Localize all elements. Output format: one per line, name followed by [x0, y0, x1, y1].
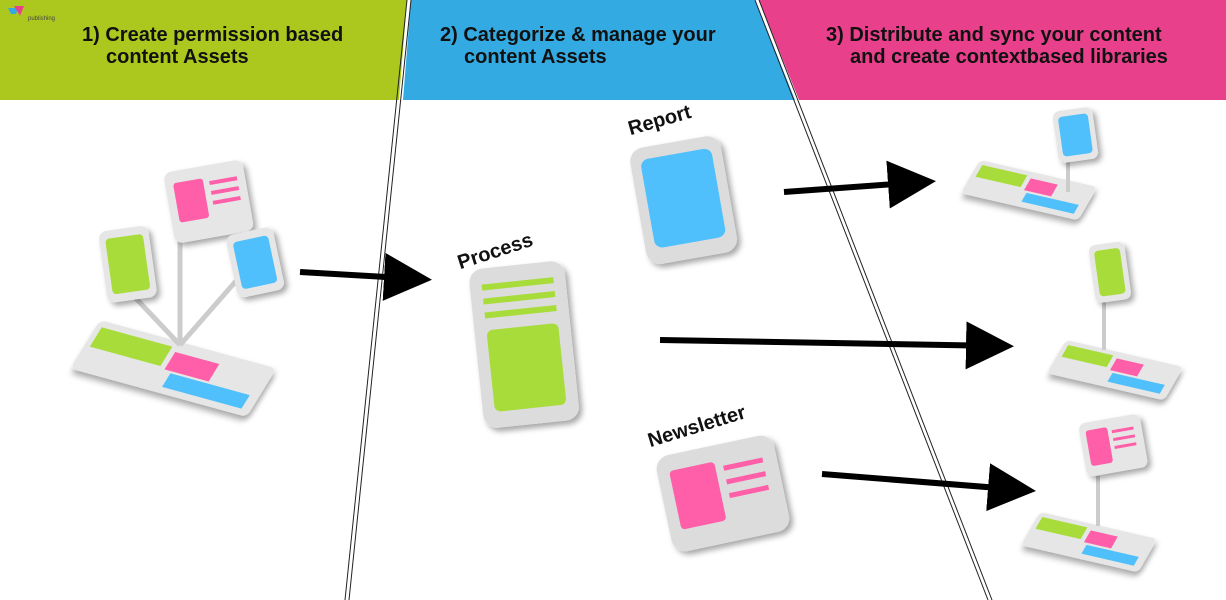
card-report [630, 136, 737, 264]
header-step1-line1: 1) Create permission based [82, 24, 344, 46]
device-green [1048, 241, 1182, 400]
header-step3-line2: and create contextbased libraries [850, 46, 1168, 68]
header-step3-line1: 3) Distribute and sync your content [826, 24, 1162, 46]
logo-text: publishing [28, 16, 56, 22]
header-step2-line1: 2) Categorize & manage your [440, 24, 716, 46]
header-band-step3 [759, 0, 1226, 100]
arrow-create-to-process [299, 252, 432, 301]
card-newsletter [656, 435, 790, 552]
card-green-small [99, 226, 157, 303]
device-pink [1022, 414, 1156, 572]
asset-cluster-create [72, 160, 284, 416]
divider-right [754, 0, 993, 600]
header-step1-line2: content Assets [106, 46, 249, 68]
logo-mark-icon [8, 6, 24, 24]
header-step2: 2) Categorize & manage your content Asse… [440, 24, 716, 68]
header-step2-line2: content Assets [464, 46, 607, 68]
device-blue [962, 107, 1098, 220]
arrow-newsletter-to-pink-device [821, 463, 1036, 512]
card-blue-small [226, 227, 284, 298]
header-band-step1 [0, 0, 407, 100]
card-process [469, 261, 579, 428]
arrow-process-to-green-device [659, 321, 1014, 370]
card-pink-top [164, 160, 254, 243]
base-tablet [72, 321, 274, 416]
header-band-step2 [403, 0, 795, 100]
header-step1: 1) Create permission based content Asset… [82, 24, 343, 68]
arrow-report-to-blue-device [783, 160, 936, 209]
header-step3: 3) Distribute and sync your content and … [826, 24, 1168, 68]
divider-left [344, 0, 412, 600]
